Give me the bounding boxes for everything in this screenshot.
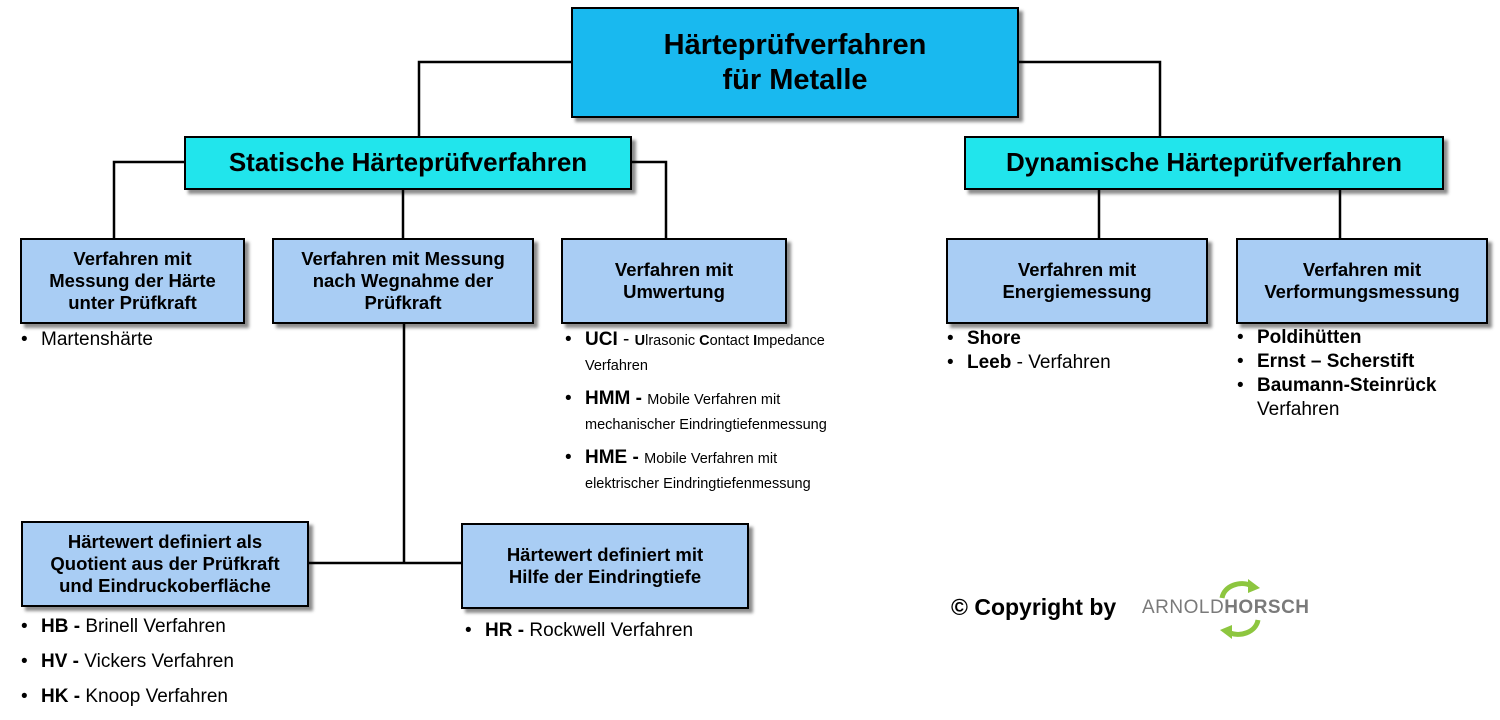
deformation-line: Verformungsmessung — [1264, 281, 1460, 302]
after-removal-line: nach Wegnahme der — [312, 269, 494, 291]
list-item: HB - Brinell Verfahren — [21, 615, 234, 639]
list-item: HR - Rockwell Verfahren — [465, 619, 693, 643]
list-item: Poldihütten — [1237, 326, 1436, 350]
list-item: Martenshärte — [21, 328, 153, 352]
conversion-line: Umwertung — [623, 281, 725, 302]
list-item: Ernst – Scherstift — [1237, 350, 1436, 374]
under-load-line: Messung der Härte — [49, 269, 216, 291]
list-item: Shore — [947, 327, 1111, 351]
energy-node: Verfahren mit Energiemessung — [946, 238, 1208, 324]
dynamic-methods-title: Dynamische Härteprüfverfahren — [1006, 147, 1402, 178]
after-removal-node: Verfahren mit Messung nach Wegnahme der … — [272, 238, 534, 324]
energy-list: Shore Leeb - Verfahren — [947, 327, 1111, 375]
depth-line: Hilfe der Eindringtiefe — [508, 566, 702, 587]
list-item: HV - Vickers Verfahren — [21, 650, 234, 674]
list-item: UCI - Ulrasonic Contact Impedance Verfah… — [565, 328, 865, 378]
root-title-line2: für Metalle — [722, 63, 868, 96]
logo-wordmark: ARNOLDHORSCH — [1142, 597, 1310, 618]
list-item: Leeb - Verfahren — [947, 351, 1111, 375]
under-load-node: Verfahren mit Messung der Härte unter Pr… — [20, 238, 245, 324]
deformation-node: Verfahren mit Verformungsmessung — [1236, 238, 1488, 324]
quotient-line: und Eindruckoberfläche — [59, 575, 271, 597]
static-methods-title: Statische Härteprüfverfahren — [228, 147, 588, 178]
under-load-line: Verfahren mit — [73, 247, 192, 269]
uci-code: UCI — [585, 329, 618, 350]
conversion-line: Verfahren mit — [614, 258, 734, 280]
static-methods-node: Statische Härteprüfverfahren — [184, 136, 632, 190]
conversion-node: Verfahren mit Umwertung — [561, 238, 787, 324]
arnold-horsch-logo: ARNOLDHORSCH — [1142, 578, 1342, 640]
hmm-code: HMM — [585, 388, 631, 409]
list-item: HME - Mobile Verfahren mit elektrischer … — [565, 446, 865, 496]
quotient-list: HB - Brinell Verfahren HV - Vickers Verf… — [21, 615, 234, 720]
depth-line: Härtewert definiert mit — [506, 543, 704, 565]
depth-node: Härtewert definiert mit Hilfe der Eindri… — [461, 523, 749, 609]
quotient-node: Härtewert definiert als Quotient aus der… — [21, 521, 309, 607]
recycle-arrows-icon — [1219, 579, 1261, 639]
deformation-list: Poldihütten Ernst – Scherstift Baumann-S… — [1237, 326, 1436, 422]
conversion-list: UCI - Ulrasonic Contact Impedance Verfah… — [565, 328, 865, 505]
list-item: HK - Knoop Verfahren — [21, 685, 234, 709]
quotient-line: Quotient aus der Prüfkraft — [50, 552, 280, 574]
depth-list: HR - Rockwell Verfahren — [465, 619, 693, 643]
root-title-line1: Härteprüfverfahren — [663, 28, 927, 61]
deformation-line: Verfahren mit — [1302, 258, 1422, 280]
energy-line: Energiemessung — [1002, 281, 1152, 302]
dynamic-methods-node: Dynamische Härteprüfverfahren — [964, 136, 1444, 190]
under-load-line: unter Prüfkraft — [68, 292, 197, 314]
hme-code: HME — [585, 447, 628, 468]
energy-line: Verfahren mit — [1017, 258, 1137, 280]
root-node: Härteprüfverfahren für Metalle — [571, 7, 1019, 118]
list-item: HMM - Mobile Verfahren mit mechanischer … — [565, 387, 865, 437]
copyright-text: © Copyright by — [951, 594, 1117, 620]
after-removal-line: Prüfkraft — [364, 292, 442, 314]
quotient-line: Härtewert definiert als — [67, 530, 263, 552]
under-load-list: Martenshärte — [21, 328, 153, 352]
after-removal-line: Verfahren mit Messung — [301, 247, 505, 269]
